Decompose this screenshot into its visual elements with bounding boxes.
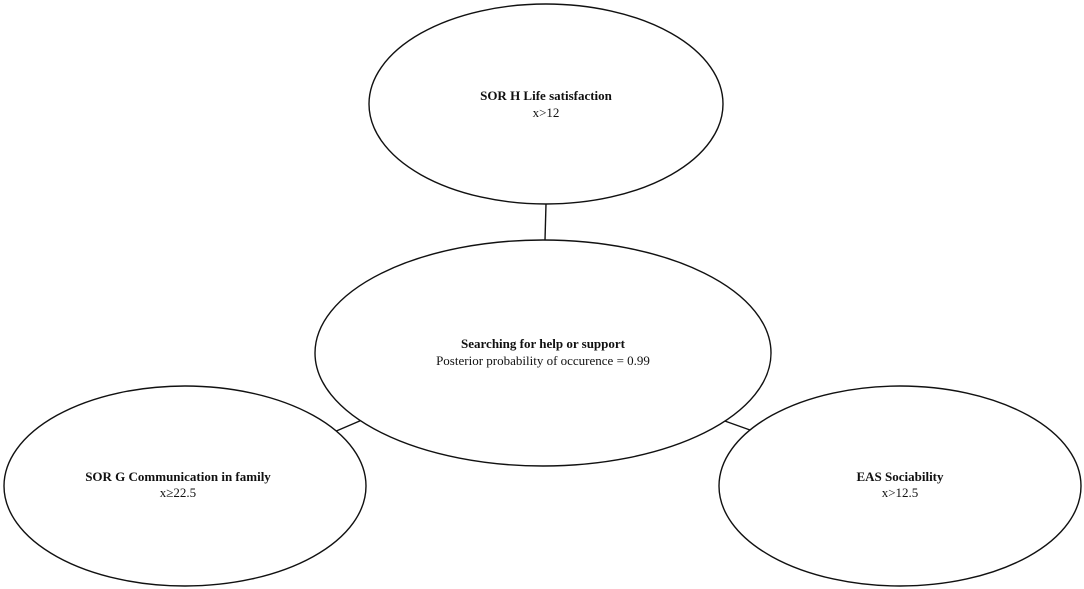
- node-life-satisfaction-detail: x>12: [533, 105, 560, 120]
- node-communication-in-family-title: SOR G Communication in family: [85, 469, 271, 484]
- edge-center-to-right: [721, 419, 751, 431]
- edge-center-to-left: [333, 419, 363, 433]
- node-searching-for-help: Searching for help or support Posterior …: [314, 239, 772, 467]
- node-life-satisfaction-title: SOR H Life satisfaction: [480, 88, 613, 103]
- node-life-satisfaction: SOR H Life satisfaction x>12: [368, 3, 724, 205]
- node-eas-sociability: EAS Sociability x>12.5: [718, 385, 1082, 587]
- node-communication-in-family-detail: x≥22.5: [160, 485, 196, 500]
- node-eas-sociability-detail: x>12.5: [882, 485, 919, 500]
- node-eas-sociability-title: EAS Sociability: [856, 469, 944, 484]
- node-searching-for-help-detail: Posterior probability of occurence = 0.9…: [436, 353, 650, 368]
- node-searching-for-help-title: Searching for help or support: [461, 336, 626, 351]
- node-searching-for-help-ellipse: [314, 239, 772, 467]
- node-communication-in-family: SOR G Communication in family x≥22.5: [3, 385, 367, 587]
- edge-center-to-top: [544, 203, 547, 241]
- node-life-satisfaction-ellipse: [368, 3, 724, 205]
- node-communication-in-family-ellipse: [3, 385, 367, 587]
- node-eas-sociability-ellipse: [718, 385, 1082, 587]
